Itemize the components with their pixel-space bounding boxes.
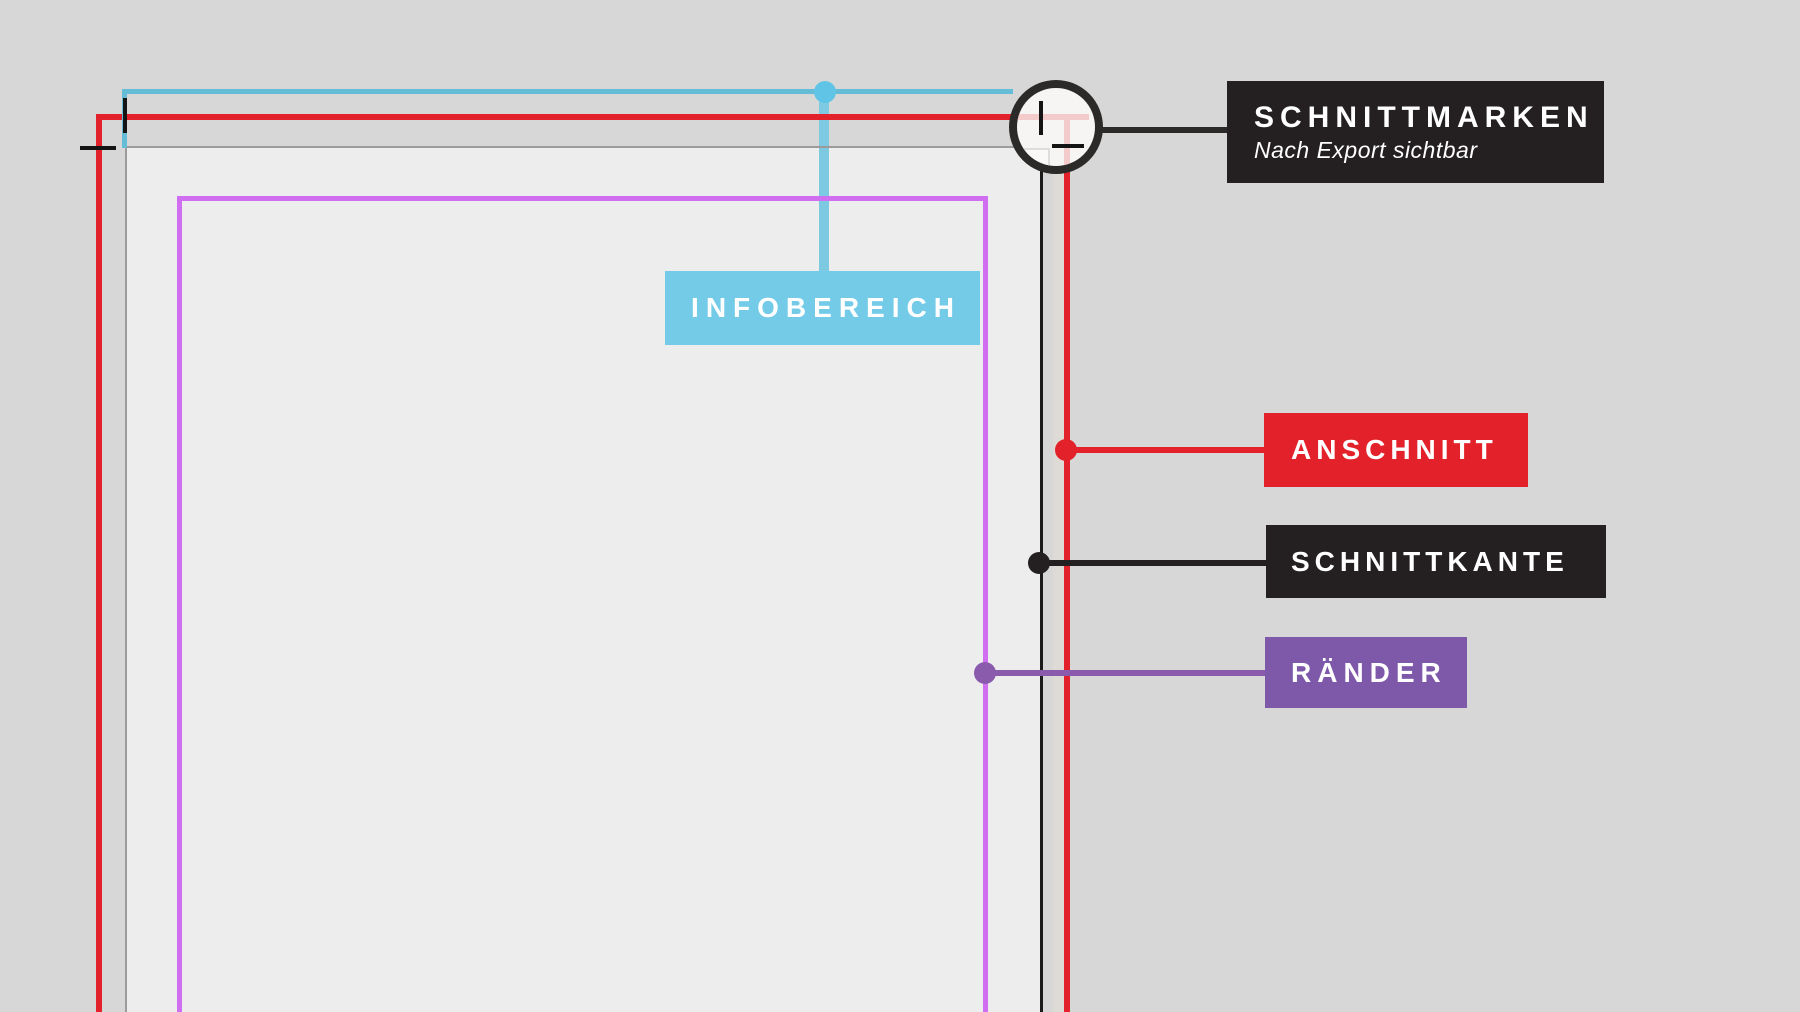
magnified-page-corner (1017, 148, 1050, 166)
bleed-guide-left (96, 114, 102, 1012)
schnittmarken-connector-line (1098, 127, 1227, 133)
raender-connector-dot (974, 662, 996, 684)
trim-edge-left (125, 146, 127, 1012)
faded-bleed-line-horizontal (1017, 114, 1089, 120)
schnittmarken-label-subtitle: Nach Export sichtbar (1254, 136, 1478, 163)
margin-guide-top (177, 196, 988, 201)
schnittkante-label: SCHNITTKANTE (1266, 525, 1606, 598)
bleed-guide-top (96, 114, 1070, 120)
trim-edge-top (125, 146, 1043, 148)
anschnitt-label: ANSCHNITT (1264, 413, 1528, 487)
schnittmarken-label-title: SCHNITTMARKEN (1254, 100, 1594, 134)
infobereich-connector-dot (814, 81, 836, 103)
schnittkante-label-text: SCHNITTKANTE (1291, 545, 1569, 577)
margin-guide-right (983, 196, 988, 1012)
schnittkante-connector-line (1039, 560, 1266, 566)
schnittmarken-label: SCHNITTMARKEN Nach Export sichtbar (1227, 81, 1604, 183)
crop-mark-vertical (123, 98, 127, 133)
paper-edge-highlight (1053, 150, 1064, 1012)
magnified-crop-mark-vertical (1039, 101, 1043, 135)
raender-label: RÄNDER (1265, 637, 1467, 708)
infobereich-guide-line (122, 89, 1013, 94)
infobereich-connector-line (819, 92, 829, 272)
faded-bleed-line-vertical (1064, 114, 1070, 166)
margin-guide-left (177, 196, 182, 1012)
schnittkante-trim-line (1040, 147, 1043, 1012)
crop-marks-magnifier-circle (1009, 80, 1103, 174)
anschnitt-label-text: ANSCHNITT (1291, 434, 1498, 465)
raender-connector-line (985, 670, 1265, 676)
raender-label-text: RÄNDER (1291, 656, 1447, 688)
infobereich-label: INFOBEREICH (665, 271, 980, 345)
schnittkante-connector-dot (1028, 552, 1050, 574)
infobereich-label-text: INFOBEREICH (691, 292, 961, 323)
anschnitt-connector-line (1066, 447, 1264, 453)
magnified-crop-mark-horizontal (1052, 144, 1084, 148)
anschnitt-connector-dot (1055, 439, 1077, 461)
crop-mark-horizontal (80, 146, 116, 150)
